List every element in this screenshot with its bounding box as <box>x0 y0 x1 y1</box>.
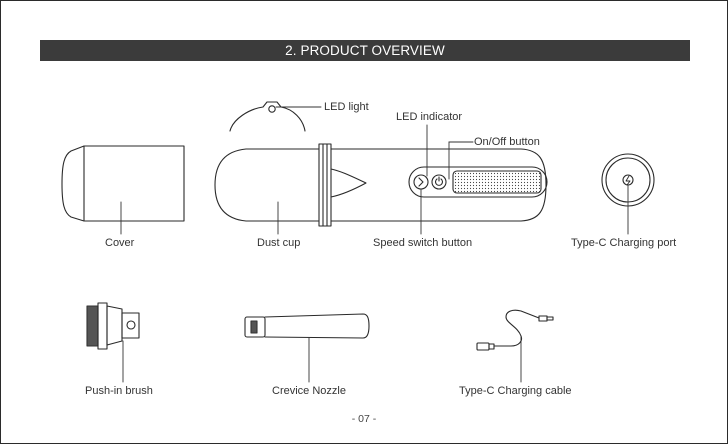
charging-cable-drawing <box>477 310 553 350</box>
cover-label: Cover <box>105 237 134 250</box>
cover-drawing <box>62 146 184 221</box>
on-off-button-label: On/Off button <box>474 136 540 149</box>
push-in-brush-drawing <box>87 303 139 349</box>
led-light-label: LED light <box>324 101 369 114</box>
crevice-nozzle-label: Crevice Nozzle <box>272 385 346 398</box>
page-number: - 07 - <box>1 413 727 425</box>
type-c-charging-cable-label: Type-C Charging cable <box>459 385 572 398</box>
speed-switch-button-label: Speed switch button <box>373 237 472 250</box>
vacuum-body-drawing <box>215 144 547 226</box>
led-light-head-drawing <box>230 102 305 131</box>
type-c-charging-port-label: Type-C Charging port <box>571 237 676 250</box>
led-indicator-label: LED indicator <box>396 111 462 124</box>
dust-cup-label: Dust cup <box>257 237 300 250</box>
crevice-nozzle-drawing <box>245 314 369 338</box>
push-in-brush-label: Push-in brush <box>85 385 153 398</box>
